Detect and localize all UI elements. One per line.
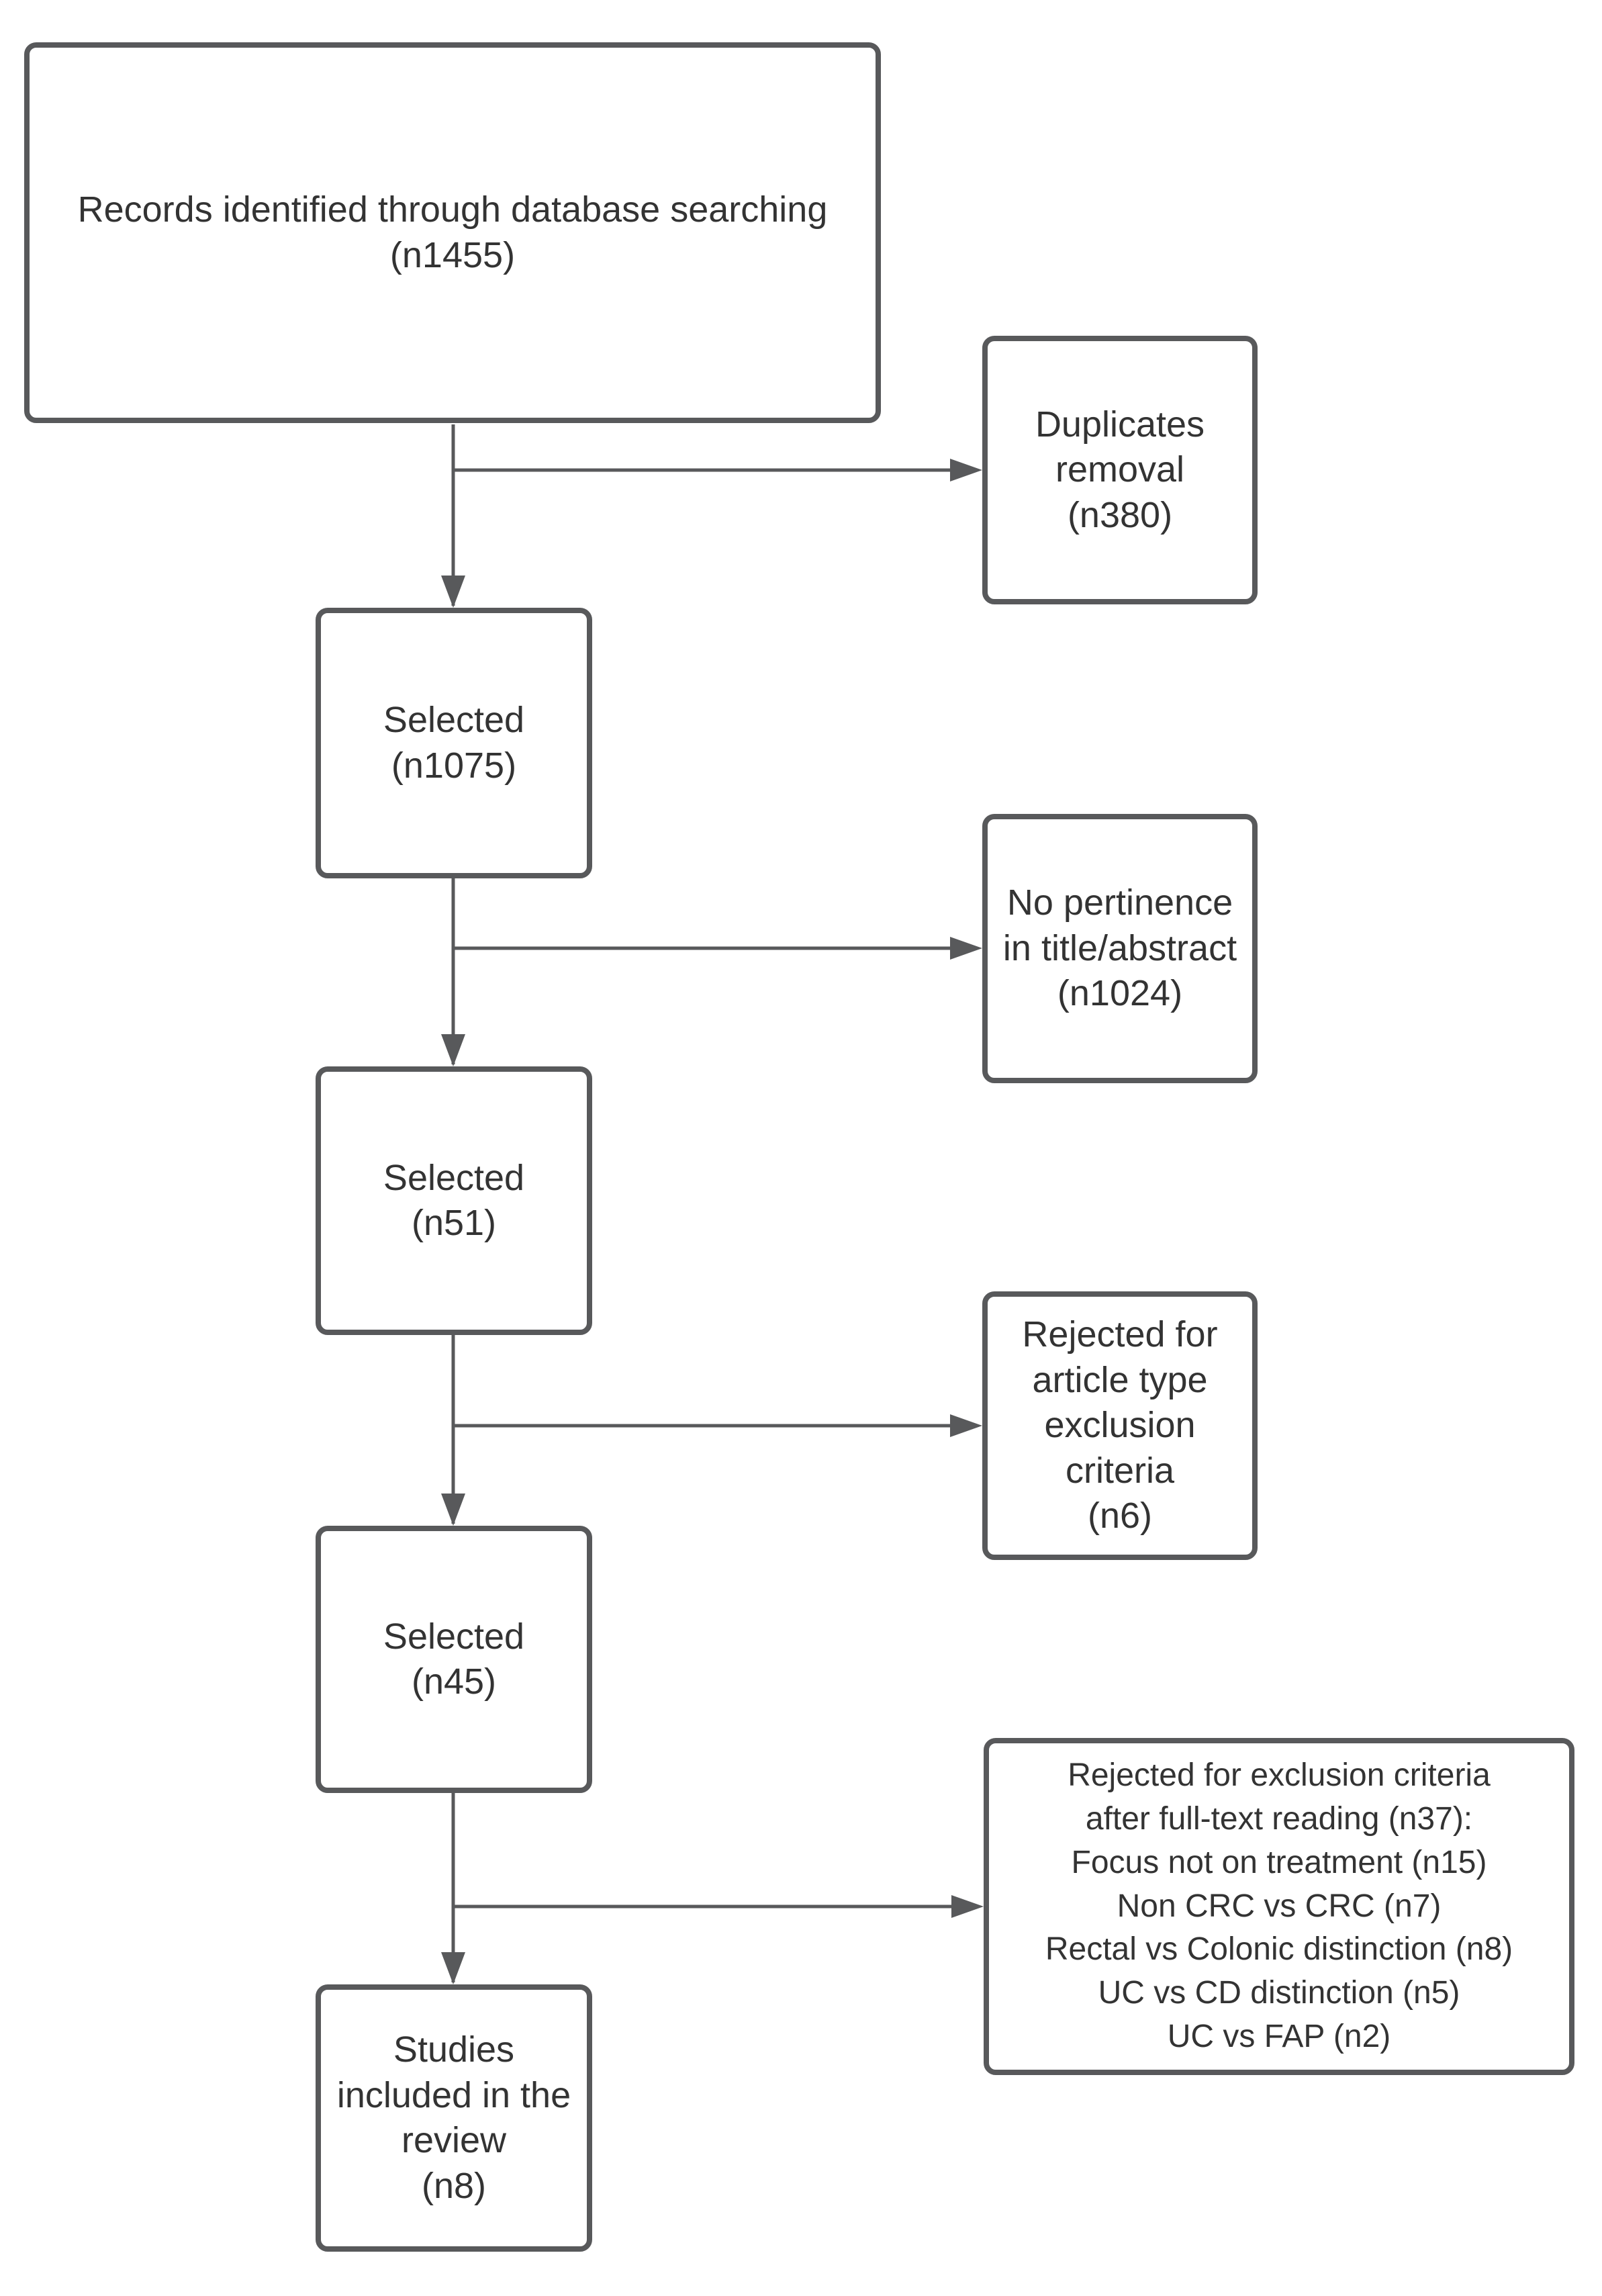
- selected-n45-box: Selected (n45): [316, 1526, 592, 1793]
- arrowhead-right-nopertinence: [950, 937, 982, 960]
- arrowhead-down-selected2: [441, 1034, 465, 1066]
- arrowhead-down-selected1: [441, 576, 465, 608]
- selected-n51-box: Selected (n51): [316, 1066, 592, 1335]
- selected-n1075-box: Selected (n1075): [316, 608, 592, 878]
- arrowhead-down-selected3: [441, 1494, 465, 1526]
- no-pertinence-box: No pertinence in title/abstract (n1024): [982, 814, 1258, 1083]
- studies-included-box: Studies included in the review (n8): [316, 1984, 592, 2252]
- rejected-article-type-box: Rejected for article type exclusion crit…: [982, 1291, 1258, 1560]
- arrowhead-down-included: [441, 1952, 465, 1984]
- arrowhead-right-fulltext: [951, 1895, 984, 1918]
- arrowhead-right-articletype: [950, 1414, 982, 1437]
- rejected-full-text-box: Rejected for exclusion criteria after fu…: [984, 1738, 1574, 2075]
- duplicates-removal-box: Duplicates removal (n380): [982, 336, 1258, 604]
- arrowhead-right-duplicates: [950, 459, 982, 481]
- records-identified-box: Records identified through database sear…: [24, 42, 881, 423]
